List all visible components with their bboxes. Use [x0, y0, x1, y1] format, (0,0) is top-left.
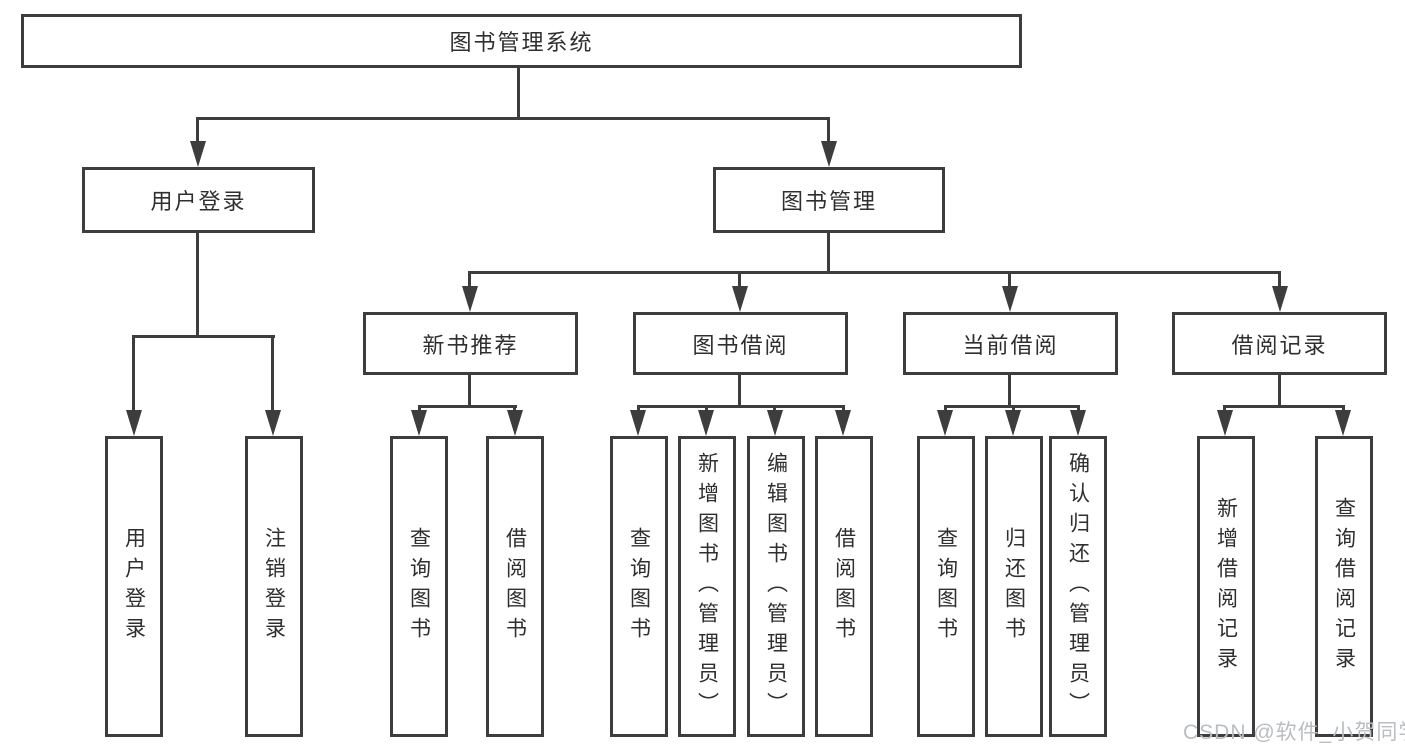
connector-line [418, 405, 517, 408]
arrow-down-icon [1272, 286, 1288, 312]
watermark: CSDN @软件_小贺同学 [1183, 721, 1405, 744]
leaf-label: 用户登录 [122, 526, 146, 647]
arrow-down-icon [1335, 410, 1351, 436]
leaf-label: 确认归还（管理员） [1066, 451, 1090, 722]
connector-line [1008, 271, 1011, 291]
connector-line [196, 117, 199, 147]
arrow-down-icon [190, 141, 206, 167]
connector-line [738, 271, 741, 291]
connector-line [1223, 405, 1345, 408]
arrow-down-icon [767, 410, 783, 436]
node-book-management: 图书管理 [713, 167, 945, 233]
node-user-login: 用户登录 [82, 167, 315, 233]
leaf-borrow-borrow-books: 借阅图书 [815, 436, 873, 737]
connector-line [132, 335, 135, 415]
connector-line [1278, 374, 1281, 407]
arrow-down-icon [411, 410, 427, 436]
leaf-confirm-return-admin: 确认归还（管理员） [1049, 436, 1107, 737]
arrow-down-icon [507, 410, 523, 436]
arrow-down-icon [732, 286, 748, 312]
leaf-label: 查询图书 [934, 526, 958, 647]
connector-line [1278, 271, 1281, 291]
connector-line [738, 374, 741, 407]
node-root: 图书管理系统 [21, 14, 1022, 68]
connector-line [469, 271, 1281, 274]
leaf-label: 新增图书（管理员） [695, 451, 719, 722]
arrow-down-icon [835, 410, 851, 436]
leaf-label: 查询借阅记录 [1332, 496, 1356, 677]
arrow-down-icon [1070, 410, 1086, 436]
connector-line [637, 405, 845, 408]
leaf-recommend-query-books: 查询图书 [390, 436, 448, 737]
leaf-query-borrow-record: 查询借阅记录 [1315, 436, 1373, 737]
node-new-book-recommend: 新书推荐 [363, 312, 578, 375]
leaf-label: 借阅图书 [832, 526, 856, 647]
leaf-recommend-borrow-books: 借阅图书 [486, 436, 544, 737]
connector-line [517, 67, 520, 119]
connector-line [827, 233, 830, 273]
arrow-down-icon [630, 410, 646, 436]
connector-line [132, 335, 275, 338]
connector-line [468, 374, 471, 407]
arrow-down-icon [265, 410, 281, 436]
connector-line [271, 335, 274, 415]
leaf-label: 归还图书 [1002, 526, 1026, 647]
arrow-down-icon [126, 410, 142, 436]
leaf-logout: 注销登录 [245, 436, 303, 737]
arrow-down-icon [1005, 410, 1021, 436]
arrow-down-icon [821, 141, 837, 167]
leaf-add-borrow-record: 新增借阅记录 [1197, 436, 1255, 737]
arrow-down-icon [937, 410, 953, 436]
leaf-label: 编辑图书（管理员） [764, 451, 788, 722]
leaf-label: 新增借阅记录 [1214, 496, 1238, 677]
connector-line [196, 117, 830, 120]
leaf-label: 查询图书 [407, 526, 431, 647]
connector-line [196, 233, 199, 337]
arrow-down-icon [1002, 286, 1018, 312]
leaf-current-query-books: 查询图书 [917, 436, 975, 737]
leaf-borrow-query-books: 查询图书 [610, 436, 668, 737]
leaf-add-book-admin: 新增图书（管理员） [678, 436, 736, 737]
arrow-down-icon [698, 410, 714, 436]
node-borrow-records: 借阅记录 [1172, 312, 1387, 375]
node-current-borrow: 当前借阅 [903, 312, 1118, 375]
leaf-label: 注销登录 [262, 526, 286, 647]
leaf-return-books: 归还图书 [985, 436, 1043, 737]
arrow-down-icon [1217, 410, 1233, 436]
connector-line [468, 271, 471, 291]
leaf-user-login: 用户登录 [105, 436, 163, 737]
leaf-label: 查询图书 [627, 526, 651, 647]
connector-line [827, 117, 830, 147]
node-book-borrow: 图书借阅 [633, 312, 848, 375]
connector-line [1008, 374, 1011, 407]
leaf-label: 借阅图书 [503, 526, 527, 647]
arrow-down-icon [462, 286, 478, 312]
leaf-edit-book-admin: 编辑图书（管理员） [747, 436, 805, 737]
